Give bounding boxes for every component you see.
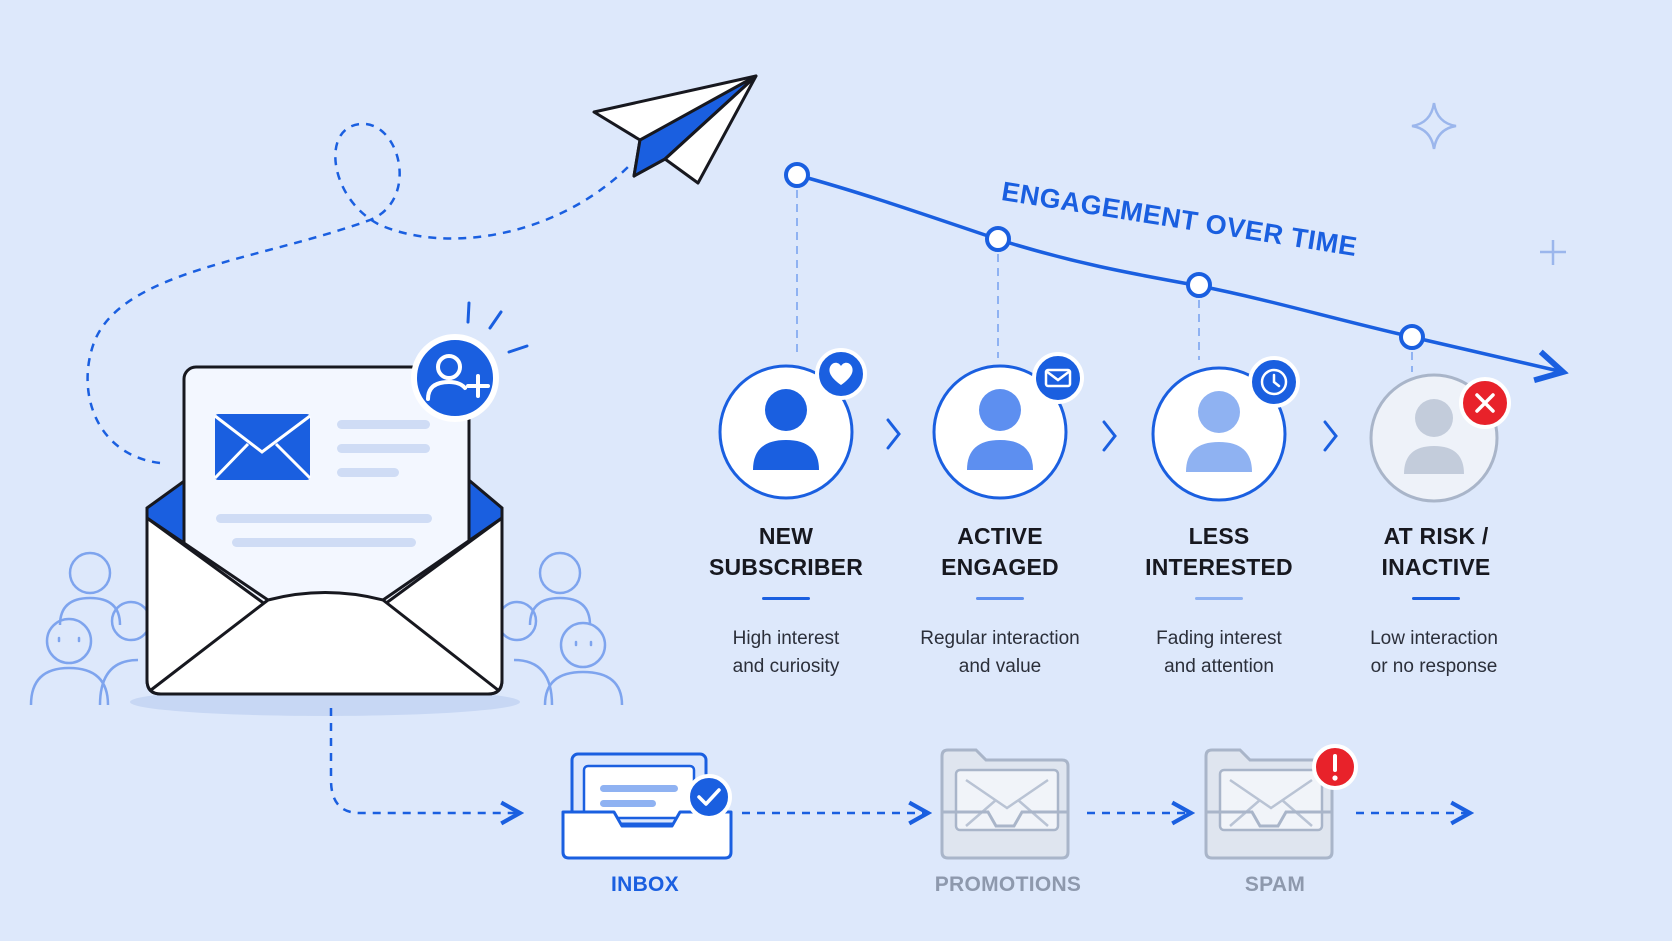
stage-underline-active: [976, 597, 1024, 600]
user-icon: [753, 389, 819, 470]
curve-point-active: [985, 226, 1011, 358]
stage-title-less: LESS INTERESTED: [1145, 523, 1293, 580]
x-icon: [1475, 393, 1495, 413]
clock-icon: [1260, 368, 1288, 396]
envelope-icon: [1044, 368, 1072, 388]
stage-new-subscriber: [718, 348, 867, 500]
add-user-icon: [426, 354, 490, 401]
flow-line-to-inbox: [329, 708, 520, 813]
stage-underline-risk: [1412, 597, 1460, 600]
letter-mail-icon: [213, 414, 312, 480]
curve-point-new: [784, 162, 810, 358]
user-icon: [967, 389, 1033, 470]
stage-underline-new: [762, 597, 810, 600]
stage-desc-new: High interest and curiosity: [732, 628, 840, 677]
curve-label: ENGAGEMENT OVER TIME: [1000, 176, 1360, 262]
stage-active-engaged: [932, 352, 1084, 500]
heart-icon: [829, 362, 853, 385]
stage-desc-less: Fading interest and attention: [1156, 628, 1282, 677]
plus-sparkle-icon: [1540, 240, 1566, 265]
folder-label-inbox: INBOX: [610, 873, 679, 896]
envelope-illustration: [145, 365, 504, 696]
stage-title-risk: AT RISK / INACTIVE: [1381, 523, 1491, 580]
check-icon: [697, 788, 721, 806]
promotions-folder: [940, 748, 1070, 860]
folder-label-promotions: PROMOTIONS: [934, 873, 1082, 896]
stage-title-new: NEW SUBSCRIBER: [708, 523, 864, 580]
plane-trail: [86, 122, 631, 465]
paper-plane-icon: [592, 74, 758, 185]
exclamation-icon: [1332, 754, 1338, 781]
add-user-badge: [411, 301, 529, 422]
stage-desc-risk: Low interaction or no response: [1370, 628, 1498, 677]
audience-right: [496, 551, 624, 706]
sparkle-icon: [1411, 102, 1457, 150]
curve-point-risk: [1399, 324, 1425, 372]
folder-label-spam: SPAM: [1244, 873, 1306, 896]
user-icon: [1186, 391, 1252, 472]
inbox-folder: [561, 752, 733, 860]
spam-folder: [1204, 744, 1358, 860]
chevron-right-icon: [1102, 420, 1117, 452]
stage-title-active: ACTIVE ENGAGED: [941, 523, 1059, 580]
stage-underline-less: [1195, 597, 1243, 600]
curve-point-less: [1186, 272, 1212, 360]
chevron-right-icon: [1323, 420, 1338, 452]
audience-left: [29, 551, 152, 706]
stage-less-interested: [1151, 356, 1300, 502]
user-icon: [1404, 399, 1464, 474]
stage-at-risk-inactive: [1369, 373, 1511, 503]
stage-desc-active: Regular interaction and value: [920, 628, 1080, 677]
chevron-right-icon: [886, 418, 901, 450]
